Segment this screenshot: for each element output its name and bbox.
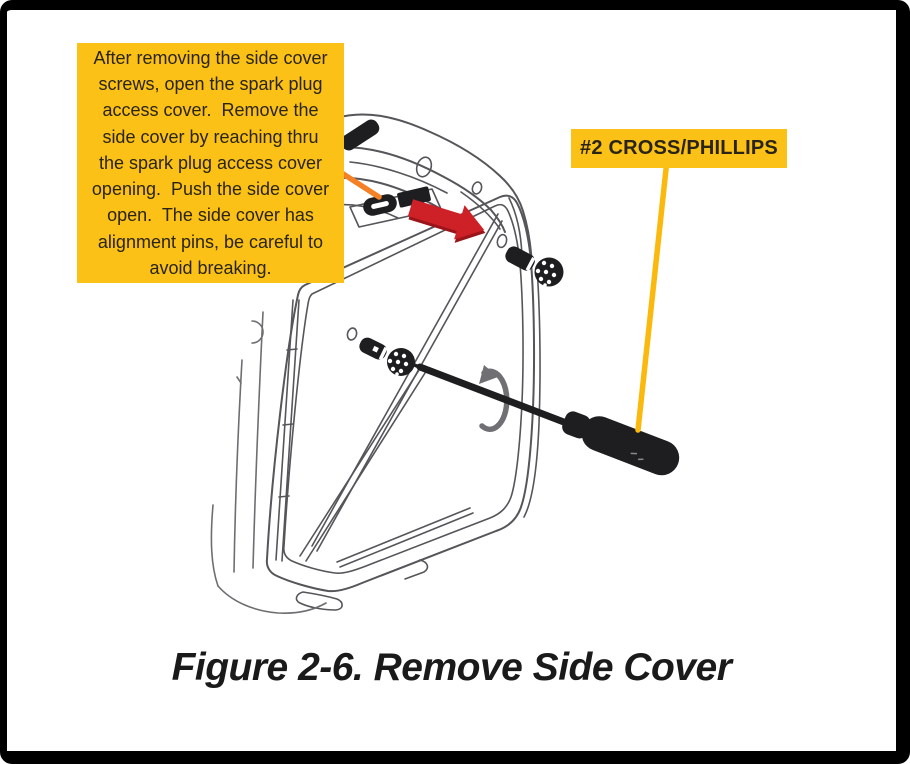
thumbscrew-upper-icon xyxy=(505,246,564,287)
handle-icon xyxy=(340,119,380,151)
thumbscrew-lower-icon xyxy=(359,337,415,376)
push-direction-arrow-icon xyxy=(407,199,486,243)
spark-plug-access-cover-icon xyxy=(363,186,431,216)
thumbscrew-upper-knurl-dots xyxy=(535,260,557,287)
instruction-callout: After removing the side cover screws, op… xyxy=(77,43,344,283)
screwdriver-icon xyxy=(410,362,680,476)
instruction-text: After removing the side cover screws, op… xyxy=(91,47,330,279)
generator-body-background xyxy=(210,311,327,614)
tool-label: #2 CROSS/PHILLIPS xyxy=(571,129,787,168)
figure-caption: Figure 2-6. Remove Side Cover xyxy=(171,646,732,689)
thumbscrew-lower-knurl-dots xyxy=(387,351,409,376)
tool-label-text: #2 CROSS/PHILLIPS xyxy=(580,137,778,159)
leader-line-yellow xyxy=(635,157,670,433)
